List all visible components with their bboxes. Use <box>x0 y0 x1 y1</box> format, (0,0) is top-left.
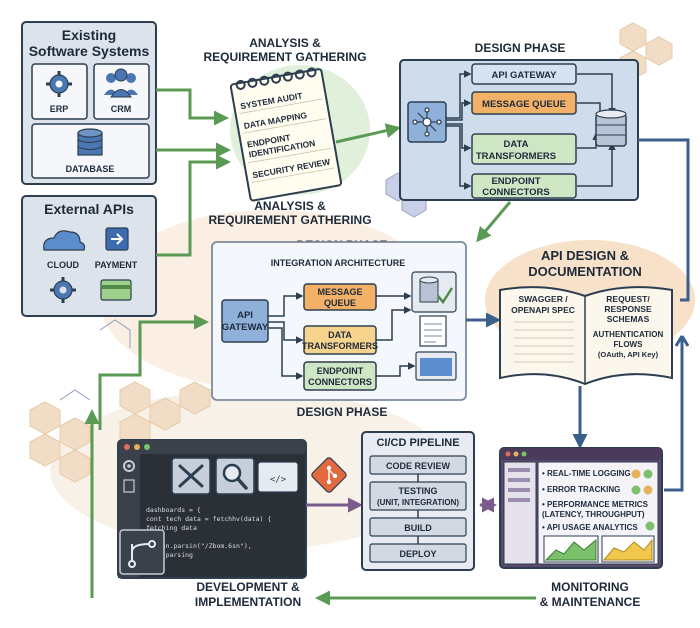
monitoring-dashboard: • REAL-TIME LOGGING • ERROR TRACKING • P… <box>499 447 663 569</box>
crm-label: CRM <box>111 104 132 114</box>
monitoring-item-3: • PERFORMANCE METRICS <box>542 500 649 509</box>
docs-req-2: RESPONSE <box>604 304 652 314</box>
cicd-testing-1: TESTING <box>398 486 437 496</box>
input-arrows <box>156 88 231 257</box>
git-icon <box>311 457 347 493</box>
metric-charts <box>543 535 655 563</box>
code-line-3: fetching data <box>146 524 197 532</box>
tools-icon <box>178 464 204 488</box>
cicd-build: BUILD <box>404 523 432 533</box>
cicd-panel: CI/CD PIPELINE CODE REVIEW TESTING (UNIT… <box>361 431 475 571</box>
dev-label-1: DEVELOPMENT & <box>196 580 300 594</box>
analysis-title-bottom-1: ANALYSIS & <box>254 199 326 213</box>
design-mid-dt-1: DATA <box>328 330 352 340</box>
design-top-endpoint-1: ENDPOINT <box>491 176 540 187</box>
monitoring-item-2: • ERROR TRACKING <box>542 485 620 494</box>
code-line-1: dashboards = { <box>146 506 201 514</box>
credit-card-icon <box>100 279 132 301</box>
settings-icon <box>50 277 76 303</box>
docs-auth-3: (OAuth, API Key) <box>598 350 659 359</box>
existing-systems-panel: Existing Software Systems ERP CRM DATABA… <box>21 21 157 185</box>
cicd-title: CI/CD PIPELINE <box>376 437 459 449</box>
design-mid-api-1: API <box>237 310 253 321</box>
docs-title-2: DOCUMENTATION <box>528 264 642 279</box>
existing-title-line1: Existing <box>62 27 116 43</box>
ide-window: </> dashboards = { cont tech data = fetc… <box>117 439 307 579</box>
ide-gear-icon <box>123 460 135 472</box>
server-icon <box>595 109 627 147</box>
code-line-6: JSON parsing <box>146 551 193 559</box>
payment-label: PAYMENT <box>95 260 138 270</box>
database-icon <box>77 128 103 156</box>
design-top-title: DESIGN PHASE <box>475 41 566 55</box>
external-apis-panel: External APIs CLOUD PAYMENT <box>21 195 157 317</box>
database-check-icon <box>411 271 457 313</box>
analysis-to-design-arrow <box>335 123 401 144</box>
erp-label: ERP <box>50 104 69 114</box>
design-top-panel: API GATEWAY MESSAGE QUEUE DATA TRANSFORM… <box>399 59 639 201</box>
code-tag-icon: </> <box>270 475 287 485</box>
payment-icon <box>105 227 129 251</box>
cloud-icon <box>43 230 86 251</box>
monitoring-right-connector <box>664 336 684 492</box>
docs-auth-1: AUTHENTICATION <box>593 330 664 339</box>
design-mid-mq-2: QUEUE <box>324 298 356 308</box>
monitoring-label-2: & MAINTENANCE <box>540 595 641 609</box>
monitoring-item-4: (LATENCY, THROUGHPUT) <box>542 510 645 519</box>
check-icons <box>631 469 655 531</box>
analysis-title-top-1: ANALYSIS & <box>249 36 321 50</box>
design-to-architecture-arrow <box>476 201 512 243</box>
design-mid-ec-1: ENDPOINT <box>317 366 364 376</box>
design-top-data-1: DATA <box>504 139 529 150</box>
design-mid-subtitle: INTEGRATION ARCHITECTURE <box>271 258 406 268</box>
cicd-testing-2: (UNIT, INTEGRATION) <box>377 498 459 507</box>
branch-icon <box>128 540 156 568</box>
monitoring-item-1: • REAL-TIME LOGGING <box>542 469 631 478</box>
design-mid-panel: INTEGRATION ARCHITECTURE API GATEWAY MES… <box>211 241 467 401</box>
document-icon <box>419 315 447 347</box>
users-icon <box>104 68 138 98</box>
cloud-label: CLOUD <box>47 260 79 270</box>
design-right-connector <box>638 138 690 302</box>
design-mid-title-bottom: DESIGN PHASE <box>297 405 388 419</box>
analysis-title-top-2: REQUIREMENT GATHERING <box>203 50 366 64</box>
code-line-5: screen.parsin("/Zbom.6sn"), <box>146 542 252 550</box>
dev-label-2: IMPLEMENTATION <box>195 595 301 609</box>
search-icon <box>222 463 248 490</box>
design-top-message-queue: MESSAGE QUEUE <box>482 99 566 110</box>
monitoring-label-1: MONITORING <box>551 580 629 594</box>
existing-title-line2: Software Systems <box>29 43 150 59</box>
dev-to-design-arrow <box>98 314 209 430</box>
cicd-code-review: CODE REVIEW <box>386 461 451 471</box>
design-mid-mq-1: MESSAGE <box>317 287 362 297</box>
gear-icon <box>46 71 72 97</box>
code-line-2: cont tech data = fetchhv(data) { <box>146 515 271 523</box>
database-label: DATABASE <box>66 164 115 174</box>
design-top-data-2: TRANSFORMERS <box>476 151 556 162</box>
docs-title-1: API DESIGN & <box>541 248 629 263</box>
design-top-api-gateway: API GATEWAY <box>492 70 558 81</box>
docs-req-1: REQUEST/ <box>606 294 650 304</box>
docs-auth-2: FLOWS <box>614 340 644 349</box>
design-top-endpoint-2: CONNECTORS <box>482 187 549 198</box>
window-icon <box>415 351 457 381</box>
design-mid-ec-2: CONNECTORS <box>308 377 372 387</box>
cicd-deploy: DEPLOY <box>399 549 436 559</box>
documentation-book: SWAGGER / OPENAPI SPEC REQUEST/ RESPONSE… <box>499 286 673 386</box>
docs-swagger-1: SWAGGER / <box>518 294 568 304</box>
docs-req-3: SCHEMAS <box>607 314 650 324</box>
monitoring-item-5: • API USAGE ANALYTICS <box>542 523 638 532</box>
design-mid-api-2: GATEWAY <box>222 322 269 333</box>
hub-icon <box>412 107 442 137</box>
docs-swagger-2: OPENAPI SPEC <box>511 305 575 315</box>
design-mid-dt-2: TRANSFORMERS <box>302 341 378 351</box>
analysis-notepad: SYSTEM AUDIT DATA MAPPING ENDPOINT IDENT… <box>229 67 343 202</box>
analysis-title-bottom-2: REQUIREMENT GATHERING <box>208 213 371 227</box>
external-title: External APIs <box>44 201 134 217</box>
